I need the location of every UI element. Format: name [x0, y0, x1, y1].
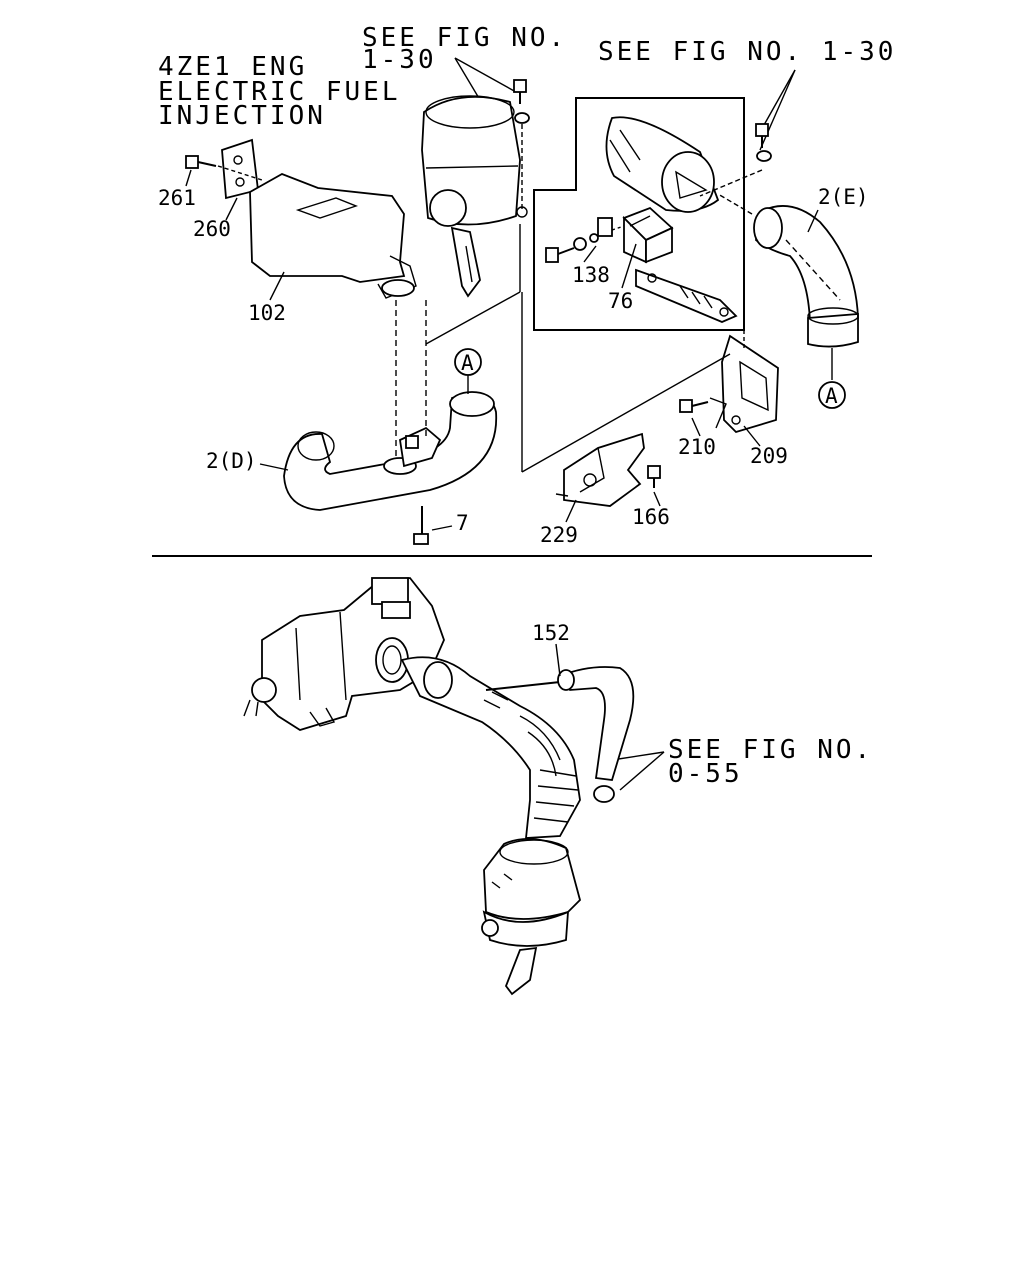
marker-a-right: A — [818, 381, 846, 409]
callout-138: 138 — [572, 263, 610, 287]
lower-air-cleaner — [481, 837, 582, 996]
see-fig-top-line2: 1-30 — [362, 45, 437, 75]
see-fig-bottom-line2: 0-55 — [668, 759, 743, 789]
bolt-210 — [679, 397, 727, 429]
duct-2d — [283, 391, 498, 511]
marker-a-left: A — [454, 348, 482, 394]
hose-2e — [753, 205, 859, 348]
detail-box — [533, 97, 745, 331]
callout-229: 229 — [540, 523, 578, 547]
callout-76: 76 — [608, 289, 633, 313]
engine-title: 4ZE1 ENG ELECTRIC FUEL INJECTION — [158, 52, 401, 131]
element-76 — [622, 206, 674, 264]
callout-209: 209 — [750, 444, 788, 468]
callout-102: 102 — [248, 301, 286, 325]
callout-152: 152 — [532, 621, 570, 645]
callout-210: 210 — [678, 435, 716, 459]
hose-152 — [485, 666, 635, 803]
see-fig-top-line1: SEE FIG NO. — [362, 23, 567, 53]
see-fig-right-leaders — [759, 69, 796, 151]
sensor-body — [605, 116, 720, 213]
see-fig-bottom-line1: SEE FIG NO. — [668, 735, 873, 765]
air-cleaner-housing — [421, 95, 528, 298]
engine-title-line3: INJECTION — [158, 101, 326, 131]
right-bolt-washer — [755, 123, 772, 162]
guide-229 — [555, 432, 645, 507]
marker-a-left-label: A — [461, 351, 474, 375]
callout-166: 166 — [632, 505, 670, 529]
marker-a-right-label: A — [825, 384, 838, 408]
resonator-102 — [249, 173, 417, 299]
intake-duct-lower — [400, 656, 581, 839]
bracket-209 — [721, 334, 779, 434]
bolt-138-set — [545, 217, 625, 263]
callout-260: 260 — [193, 217, 231, 241]
sensor-bracket — [635, 268, 738, 323]
callout-2e: 2(E) — [818, 185, 869, 209]
bolt-166 — [647, 465, 661, 488]
callout-261: 261 — [158, 186, 196, 210]
callout-7: 7 — [456, 511, 469, 535]
callout-2d: 2(D) — [206, 449, 257, 473]
see-fig-bottom-leaders — [611, 751, 665, 791]
bolt-261 — [185, 155, 263, 181]
throttle-body-assembly — [243, 577, 445, 731]
top-bolt-washer — [513, 79, 530, 210]
engine-title-line1: 4ZE1 ENG — [158, 52, 307, 82]
engine-title-line2: ELECTRIC FUEL — [158, 77, 401, 107]
bolt-7 — [413, 506, 429, 545]
see-fig-right: SEE FIG NO. 1-30 — [598, 37, 896, 67]
